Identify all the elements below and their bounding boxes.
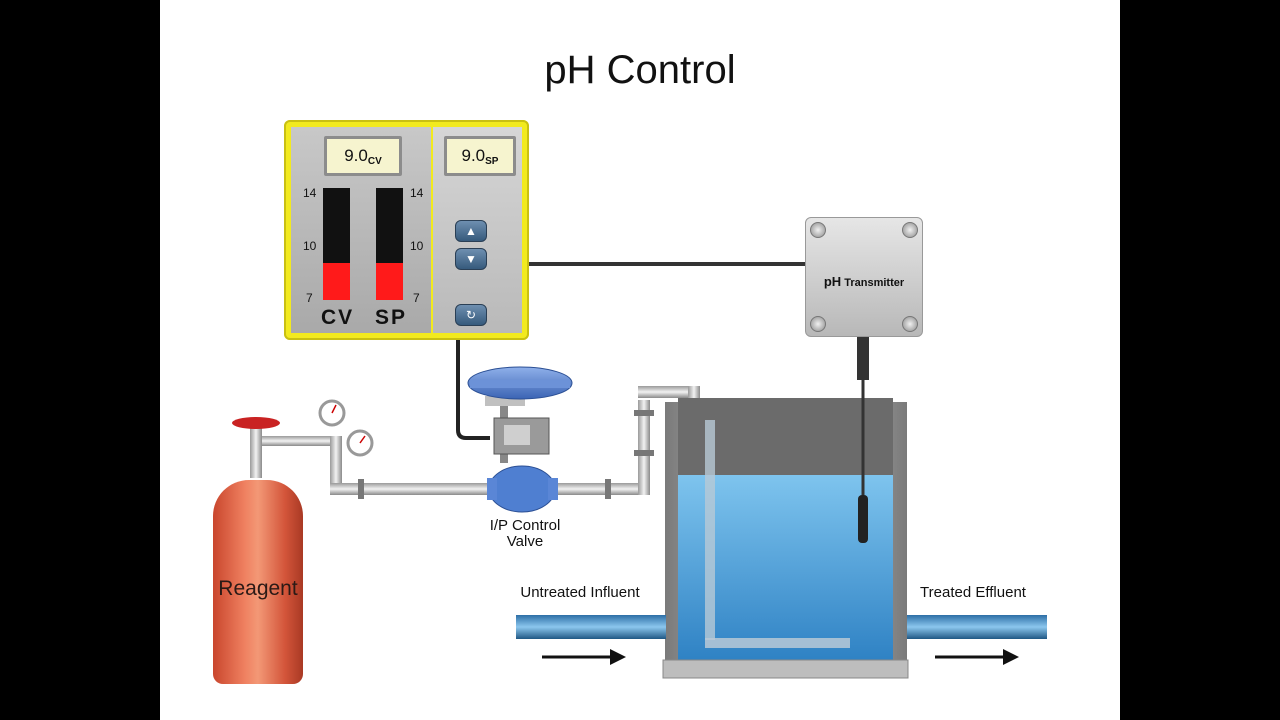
reagent-cylinder xyxy=(213,480,303,684)
arrow-right-icon xyxy=(542,649,626,665)
cv-value: 9.0 xyxy=(344,146,368,165)
transmitter-label: pH Transmitter xyxy=(806,274,922,289)
up-arrow-icon[interactable]: ▲ xyxy=(455,220,487,242)
feed-pipe xyxy=(330,483,490,495)
influent-label: Untreated Influent xyxy=(520,584,640,601)
transmitter-prefix: pH xyxy=(823,274,842,289)
screw-icon xyxy=(810,222,826,238)
cv-bar-fill xyxy=(323,262,350,300)
scale-tick-7-right: 7 xyxy=(413,291,420,305)
down-arrow-icon[interactable]: ▼ xyxy=(455,248,487,270)
reagent-label: Reagent xyxy=(218,577,298,600)
diagram-title: pH Control xyxy=(544,48,736,92)
valve-label-line1: I/P Control xyxy=(489,517,561,534)
effluent-label: Treated Effluent xyxy=(920,584,1026,601)
scale-tick-10-right: 10 xyxy=(410,239,424,253)
cv-display: 9.0CV xyxy=(324,136,402,176)
valve-label-line2: Valve xyxy=(506,533,544,550)
ph-probe-cable xyxy=(857,335,869,380)
ph-transmitter: pH Transmitter xyxy=(805,217,923,337)
valve-body xyxy=(488,465,556,513)
sp-display: 9.0SP xyxy=(444,136,516,176)
arrow-right-icon xyxy=(935,649,1019,665)
scale-tick-14-left: 14 xyxy=(303,186,317,200)
cv-bar xyxy=(323,188,350,300)
sp-bar-label: SP xyxy=(375,306,408,329)
influent-pipe xyxy=(516,615,666,639)
transmitter-name: Transmitter xyxy=(844,277,905,289)
ph-controller: 9.0CV 9.0SP 14 10 7 14 10 7 CV SP ▲ ▼ ↻ xyxy=(284,120,529,340)
cv-unit: CV xyxy=(367,156,382,167)
ph-probe xyxy=(858,495,868,543)
sp-value: 9.0 xyxy=(461,146,486,165)
scale-tick-7-left: 7 xyxy=(306,291,313,305)
screw-icon xyxy=(810,316,826,332)
regulator-pipe xyxy=(255,436,335,446)
sp-bar-fill xyxy=(376,262,403,300)
reset-icon[interactable]: ↻ xyxy=(455,304,487,326)
screw-icon xyxy=(902,222,918,238)
handwheel xyxy=(232,417,280,429)
screw-icon xyxy=(902,316,918,332)
valve-label: I/P Control Valve xyxy=(460,518,590,550)
scale-tick-14-right: 14 xyxy=(410,186,424,200)
sp-bar xyxy=(376,188,403,300)
effluent-pipe xyxy=(907,615,1047,639)
sp-unit: SP xyxy=(485,156,499,167)
process-scene xyxy=(232,262,1047,679)
diagram-canvas: pH Control xyxy=(160,0,1120,720)
signal-cable-valve xyxy=(456,340,490,440)
cv-bar-label: CV xyxy=(321,306,355,329)
scale-tick-10-left: 10 xyxy=(303,239,317,253)
